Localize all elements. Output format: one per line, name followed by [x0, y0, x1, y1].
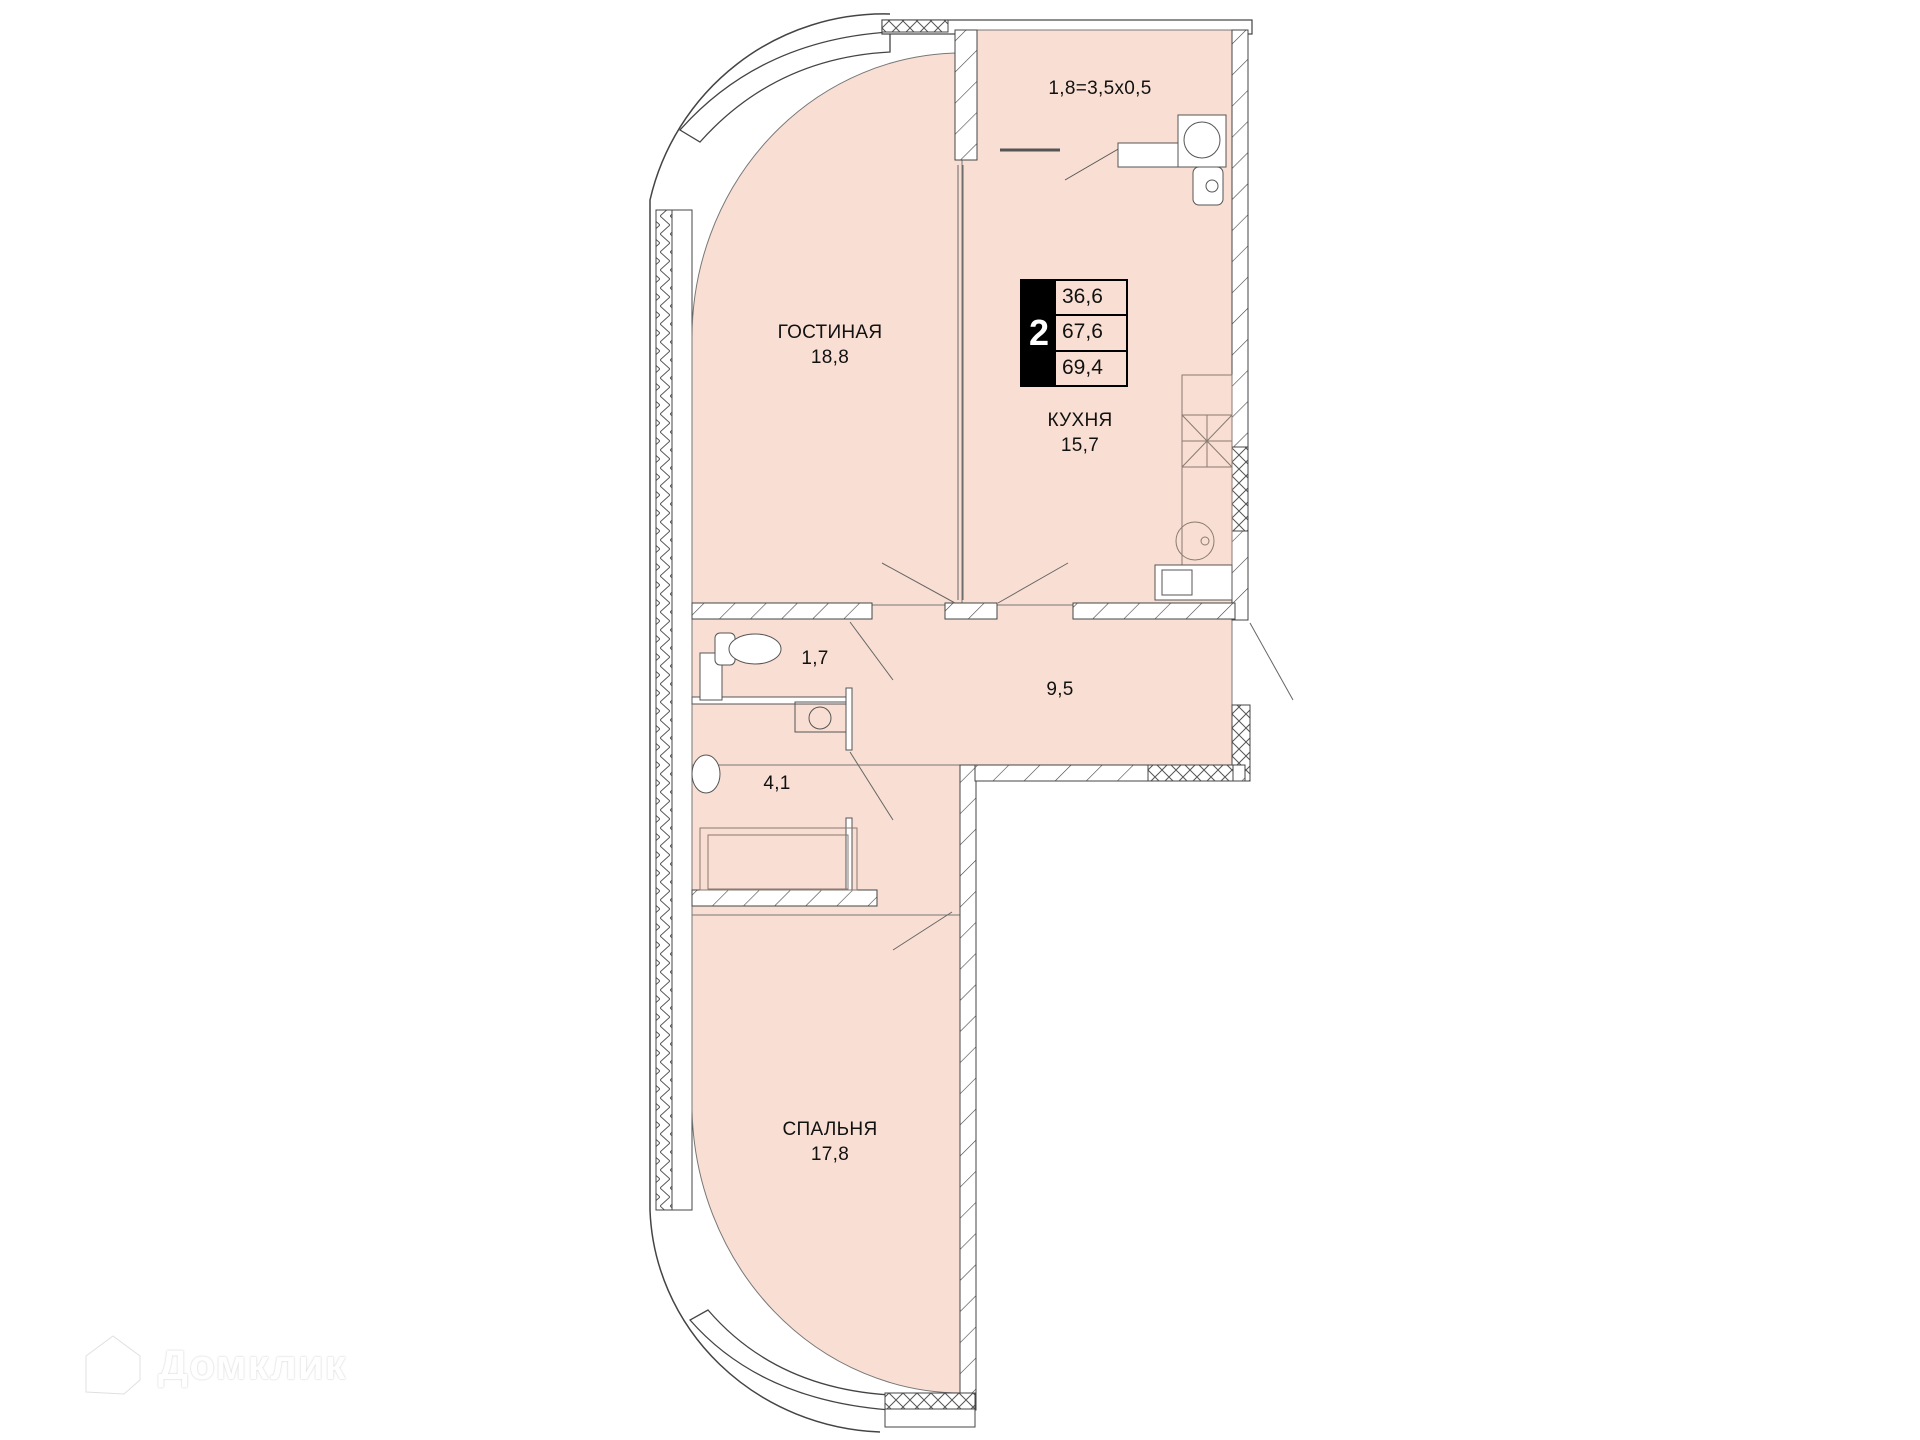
bathtub-inner — [707, 834, 849, 890]
house-logo-icon — [82, 1332, 144, 1398]
room-area: 1,7 — [801, 648, 829, 669]
balcony-door-swing — [1064, 147, 1121, 181]
wall-partition-stub — [944, 602, 998, 620]
kitchen-right-window — [1231, 446, 1249, 532]
watermark: Домклик — [78, 1330, 347, 1400]
counter-block — [1117, 142, 1179, 168]
door-swings — [849, 562, 1294, 951]
room-label-hall: 9,5 — [1030, 677, 1090, 702]
watermark-text: Домклик — [158, 1341, 347, 1388]
wall-wc-top — [691, 602, 873, 620]
wall-wc-door-jamb — [845, 687, 853, 751]
fridge-door — [1161, 569, 1193, 596]
left-wall — [671, 209, 693, 1211]
room-label-living: ГОСТИНАЯ 18,8 — [760, 320, 900, 370]
room-name: СПАЛЬНЯ — [782, 1119, 878, 1140]
room-name: КУХНЯ — [1047, 410, 1113, 431]
left-wall-insulation — [655, 209, 673, 1211]
bedroom-bottom-ledge — [884, 1408, 976, 1428]
boiler-icon — [1183, 121, 1221, 159]
room-area: 17,8 — [810, 1144, 850, 1165]
total-area-value: 67,6 — [1056, 316, 1126, 352]
apartment-badge: 2 36,6 67,6 69,4 — [1020, 279, 1128, 387]
meter-dial-icon — [1205, 179, 1219, 193]
room-label-bedroom: СПАЛЬНЯ 17,8 — [770, 1117, 890, 1167]
sink-icon — [1175, 521, 1215, 561]
hall-fill — [691, 604, 1233, 766]
sink-drain-icon — [1200, 536, 1210, 546]
wall-bath-jamb — [845, 817, 853, 891]
room-area: 18,8 — [810, 347, 850, 368]
stove-burners — [1181, 414, 1233, 468]
total-with-balcony-value: 69,4 — [1062, 355, 1103, 379]
fridge-icon — [1154, 564, 1233, 601]
bedroom-bottom-wall — [884, 1392, 976, 1410]
washing-machine-icon — [794, 701, 847, 733]
room-name: ГОСТИНАЯ — [777, 322, 883, 343]
room-area: 15,7 — [1060, 435, 1100, 456]
rooms-count: 2 — [1022, 281, 1056, 385]
bedroom-right-wall — [959, 764, 977, 1411]
room-area: 1,8=3,5x0,5 — [1048, 78, 1152, 99]
living-room-fill — [691, 52, 963, 606]
toilet-icon — [728, 633, 782, 665]
bathtub-icon — [699, 827, 858, 891]
room-area: 9,5 — [1046, 679, 1074, 700]
room-label-bathroom: 4,1 — [752, 771, 802, 796]
wc-cistern-icon — [699, 652, 723, 701]
bedroom-fill — [691, 914, 963, 1394]
gas-meter-icon — [1192, 166, 1224, 206]
top-wall-cross — [881, 19, 949, 33]
living-area-value: 36,6 — [1056, 281, 1126, 317]
room-area: 4,1 — [763, 773, 791, 794]
room-label-balcony: 1,8=3,5x0,5 — [1030, 76, 1170, 101]
wall-kitchen-bottom — [1072, 602, 1236, 620]
washbasin-icon — [691, 754, 721, 794]
wall-bath-bottom — [691, 889, 878, 907]
hall-bottom-window — [1147, 764, 1234, 782]
washer-drum — [808, 706, 832, 730]
room-label-kitchen: КУХНЯ 15,7 — [1020, 408, 1140, 458]
balcony-wall-left — [954, 29, 978, 161]
room-label-wc: 1,7 — [790, 646, 840, 671]
top-curved-window — [678, 31, 891, 143]
